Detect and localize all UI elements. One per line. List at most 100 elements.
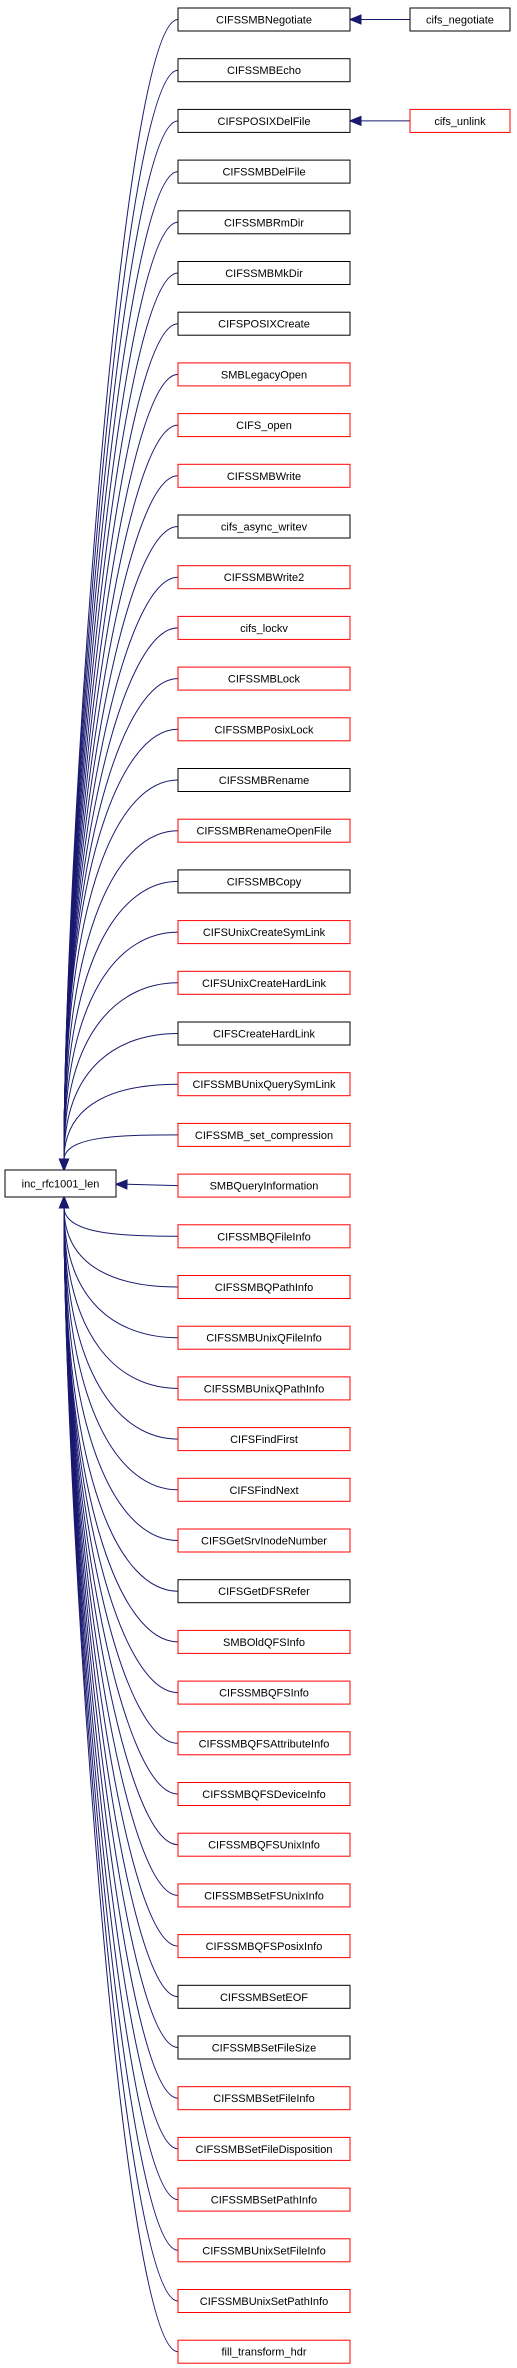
edge-cifssmbunixqpathinfo: [63, 1206, 179, 1389]
node-cifscreatehardlink[interactable]: CIFSCreateHardLink: [177, 1021, 351, 1046]
node-cifssmbnegotiate[interactable]: CIFSSMBNegotiate: [177, 7, 351, 32]
edge-cifsgetsrvinodenumber: [63, 1206, 179, 1541]
node-cifssmbcopy[interactable]: CIFSSMBCopy: [177, 869, 351, 894]
edge-cifssmbqfileinfo: [63, 1206, 179, 1237]
node-cifssmbrename[interactable]: CIFSSMBRename: [177, 768, 351, 792]
node-cifssmbqfsposixinfo[interactable]: CIFSSMBQFSPosixInfo: [177, 1934, 351, 1959]
node-cifssmbunixsetfileinfo[interactable]: CIFSSMBUnixSetFileInfo: [177, 2238, 351, 2263]
node-cifs-unlink-label: cifs_unlink: [434, 116, 486, 128]
node-cifssmbqfsdeviceinfo-box: [177, 1782, 351, 1806]
node-cifssmbdelfile-label: CIFSSMBDelFile: [222, 167, 305, 179]
node-cifssmbqfsinfo[interactable]: CIFSSMBQFSInfo: [177, 1680, 351, 1705]
node-cifssmbposixlock-box: [177, 717, 351, 742]
node-cifssmbqfileinfo-box: [177, 1224, 351, 1249]
node-cifssmbsetfilesize-box: [177, 2035, 351, 2060]
node-cifsposixcreate[interactable]: CIFSPOSIXCreate: [177, 311, 351, 336]
node-cifssmblock-box: [177, 666, 351, 691]
node-smbqueryinformation[interactable]: SMBQueryInformation: [177, 1173, 351, 1198]
arrowhead-fill-transform-hdr: [58, 1195, 70, 1209]
node-smblegacyopen[interactable]: SMBLegacyOpen: [177, 362, 351, 387]
edge-cifssmb-set-compression: [63, 1134, 179, 1161]
node-cifssmbunixsetpathinfo[interactable]: CIFSSMBUnixSetPathInfo: [177, 2289, 351, 2313]
node-cifssmbqpathinfo-label: CIFSSMBQPathInfo: [215, 1282, 313, 1294]
node-cifssmbseteof[interactable]: CIFSSMBSetEOF: [177, 1984, 351, 2009]
node-cifssmbecho[interactable]: CIFSSMBEcho: [177, 58, 351, 83]
edge-cifssmbdelfile: [63, 171, 179, 1161]
node-cifs-async-writev[interactable]: cifs_async_writev: [177, 514, 351, 539]
node-cifssmbsetfiledisposition[interactable]: CIFSSMBSetFileDisposition: [177, 2136, 351, 2161]
node-cifssmbsetpathinfo[interactable]: CIFSSMBSetPathInfo: [177, 2187, 351, 2212]
node-cifssmbwrite-box: [177, 463, 351, 488]
node-cifs-open[interactable]: CIFS_open: [177, 413, 351, 438]
node-cifssmbsetfileinfo[interactable]: CIFSSMBSetFileInfo: [177, 2086, 351, 2111]
edge-cifsfindnext: [63, 1206, 179, 1491]
node-fill-transform-hdr-box: [177, 2339, 351, 2364]
node-cifssmbwrite2-box: [177, 565, 351, 590]
node-cifssmbqfsinfo-label: CIFSSMBQFSInfo: [219, 1688, 309, 1700]
edge-fill-transform-hdr: [63, 1206, 179, 2353]
node-cifssmbqpathinfo[interactable]: CIFSSMBQPathInfo: [177, 1275, 351, 1299]
node-smboldqfsinfo[interactable]: SMBOldQFSInfo: [177, 1629, 351, 1654]
edge-cifsposixdelfile: [63, 120, 179, 1161]
edge-cifssmbunixquerysymlink: [63, 1083, 179, 1161]
node-cifssmbsetfilesize[interactable]: CIFSSMBSetFileSize: [177, 2035, 351, 2060]
node-cifssmbunixqpathinfo-label: CIFSSMBUnixQPathInfo: [204, 1383, 324, 1395]
node-cifsposixdelfile-box: [177, 108, 351, 133]
node-cifs-unlink[interactable]: cifs_unlink: [409, 108, 511, 133]
node-cifsgetdfsrefer[interactable]: CIFSGetDFSRefer: [177, 1579, 351, 1604]
node-cifssmbrenameopenfile[interactable]: CIFSSMBRenameOpenFile: [177, 818, 351, 843]
node-cifssmbqpathinfo-box: [177, 1275, 351, 1299]
node-cifssmbdelfile[interactable]: CIFSSMBDelFile: [177, 159, 351, 184]
edge-cifssmbunixsetfileinfo: [63, 1206, 179, 2251]
node-cifssmblock[interactable]: CIFSSMBLock: [177, 666, 351, 691]
node-cifssmbqfsattributeinfo[interactable]: CIFSSMBQFSAttributeInfo: [177, 1731, 351, 1756]
node-cifs-lockv-box: [177, 615, 351, 640]
node-cifssmbsetfsunixinfo[interactable]: CIFSSMBSetFSUnixInfo: [177, 1883, 351, 1908]
node-cifssmbposixlock[interactable]: CIFSSMBPosixLock: [177, 717, 351, 742]
node-cifssmbwrite[interactable]: CIFSSMBWrite: [177, 463, 351, 488]
node-cifssmbqfsunixinfo[interactable]: CIFSSMBQFSUnixInfo: [177, 1832, 351, 1857]
node-cifsposixcreate-box: [177, 311, 351, 336]
node-cifssmb-set-compression[interactable]: CIFSSMB_set_compression: [177, 1122, 351, 1147]
node-cifsgetsrvinodenumber[interactable]: CIFSGetSrvInodeNumber: [177, 1528, 351, 1553]
node-cifssmbqfileinfo[interactable]: CIFSSMBQFileInfo: [177, 1224, 351, 1249]
node-cifs-open-box: [177, 413, 351, 438]
node-cifsfindfirst[interactable]: CIFSFindFirst: [177, 1427, 351, 1452]
node-cifsgetdfsrefer-label: CIFSGetDFSRefer: [218, 1586, 310, 1598]
node-inc-rfc1001-len[interactable]: inc_rfc1001_len: [4, 1169, 117, 1198]
node-cifssmbecho-label: CIFSSMBEcho: [227, 65, 301, 77]
edge-cifssmbrename: [63, 779, 179, 1161]
edge-cifssmbsetpathinfo: [63, 1206, 179, 2201]
node-cifssmbmkdir[interactable]: CIFSSMBMkDir: [177, 261, 351, 285]
node-cifs-negotiate[interactable]: cifs_negotiate: [409, 7, 511, 32]
node-inc-rfc1001-len-box: [4, 1169, 117, 1198]
node-cifssmbsetfiledisposition-box: [177, 2136, 351, 2161]
node-cifsunixcreatesymlink-box: [177, 920, 351, 945]
node-cifsunixcreatesymlink[interactable]: CIFSUnixCreateSymLink: [177, 920, 351, 945]
node-cifssmbwrite2[interactable]: CIFSSMBWrite2: [177, 565, 351, 590]
node-cifs-lockv-label: cifs_lockv: [240, 623, 288, 635]
node-cifssmbrenameopenfile-label: CIFSSMBRenameOpenFile: [196, 826, 331, 838]
node-cifsfindnext[interactable]: CIFSFindNext: [177, 1477, 351, 1502]
node-cifs-unlink-box: [409, 108, 511, 133]
node-cifssmbqfsdeviceinfo[interactable]: CIFSSMBQFSDeviceInfo: [177, 1782, 351, 1806]
edge-cifssmbsetfiledisposition: [63, 1206, 179, 2150]
node-cifssmbunixquerysymlink[interactable]: CIFSSMBUnixQuerySymLink: [177, 1072, 351, 1097]
node-cifssmbecho-box: [177, 58, 351, 83]
edge-cifssmbqpathinfo: [63, 1206, 179, 1288]
node-fill-transform-hdr[interactable]: fill_transform_hdr: [177, 2339, 351, 2364]
node-smboldqfsinfo-box: [177, 1629, 351, 1654]
node-cifsunixcreatehardlink[interactable]: CIFSUnixCreateHardLink: [177, 970, 351, 995]
node-cifs-lockv[interactable]: cifs_lockv: [177, 615, 351, 640]
node-cifssmbunixqfileinfo[interactable]: CIFSSMBUnixQFileInfo: [177, 1325, 351, 1350]
node-cifssmblock-label: CIFSSMBLock: [228, 674, 301, 686]
node-cifssmbunixqpathinfo[interactable]: CIFSSMBUnixQPathInfo: [177, 1376, 351, 1401]
node-cifsposixdelfile[interactable]: CIFSPOSIXDelFile: [177, 108, 351, 133]
edge-cifssmbqfsattributeinfo: [63, 1206, 179, 1744]
edge-cifssmbcopy: [63, 880, 179, 1161]
node-cifssmbrmdir[interactable]: CIFSSMBRmDir: [177, 210, 351, 235]
arrowhead-cifssmb-set-compression: [58, 1158, 70, 1172]
node-cifssmbunixqfileinfo-box: [177, 1325, 351, 1350]
edges-layer: [58, 14, 410, 2353]
